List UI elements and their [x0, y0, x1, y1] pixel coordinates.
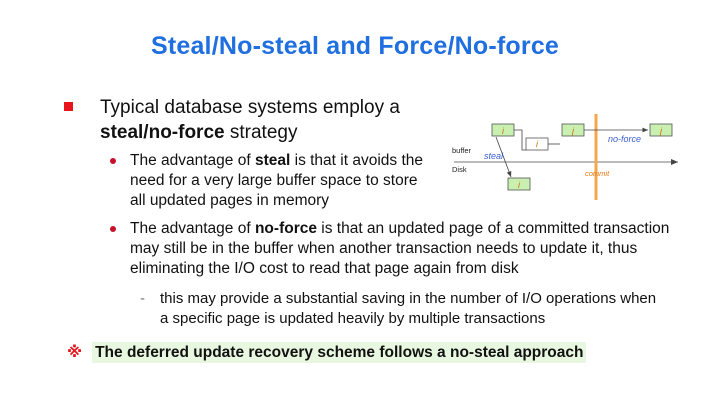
- bullet-text-bold: steal/no-force: [100, 122, 225, 143]
- buffer-page-j-after-label: j: [659, 126, 663, 136]
- disk-page-i: [507, 177, 531, 191]
- evicted-page-i-label: i: [536, 139, 539, 149]
- sub-bullet-text: this may provide a substantial saving in…: [160, 290, 657, 327]
- buffer-page-j-after-commit: [649, 123, 673, 137]
- disk-label: Disk: [452, 165, 467, 174]
- steal-annotation: steal: [484, 151, 504, 161]
- bullet-noforce-advantage: The advantage of no-force is that an upd…: [110, 219, 685, 279]
- sub-bullet-io-saving: - this may provide a substantial saving …: [140, 289, 660, 329]
- steal-arrow: [495, 136, 512, 178]
- connector-line: [514, 129, 526, 151]
- reference-mark-icon: ※: [67, 343, 83, 361]
- noforce-text-pre: The advantage of: [130, 220, 255, 237]
- bullet-steal-advantage: The advantage of steal is that it avoids…: [110, 151, 430, 211]
- note-text: The deferred update recovery scheme foll…: [92, 342, 587, 363]
- buffer-label: buffer: [452, 146, 472, 155]
- buffer-page-i-label: i: [502, 126, 505, 136]
- disk-page-i-label: i: [518, 180, 521, 190]
- steal-text-bold: steal: [254, 152, 291, 169]
- noforce-text-bold: no-force: [254, 220, 317, 237]
- steal-noforce-diagram: i i j j i buffer Disk steal no-force com…: [452, 114, 678, 200]
- noforce-annotation: no-force: [608, 134, 641, 144]
- bullet-typical-systems: Typical database systems employ a steal/…: [64, 95, 430, 145]
- bullet-text-post: strategy: [224, 122, 298, 143]
- square-bullet-icon: [64, 102, 73, 111]
- dash-bullet-icon: -: [140, 290, 145, 307]
- slide-title: Steal/No-steal and Force/No-force: [150, 32, 560, 60]
- steal-text-post: is that it avoids the need for a very la…: [130, 152, 423, 209]
- commit-annotation: commit: [585, 169, 610, 178]
- bullet-text-pre: Typical database systems employ a: [100, 97, 400, 118]
- steal-text-pre: The advantage of: [130, 152, 255, 169]
- buffer-page-j-label: j: [571, 126, 575, 136]
- deferred-update-note: ※ The deferred update recovery scheme fol…: [67, 342, 587, 363]
- round-bullet-icon: [110, 226, 116, 232]
- round-bullet-icon: [110, 158, 116, 164]
- noforce-text-post: is that an updated page of a committed t…: [130, 220, 670, 277]
